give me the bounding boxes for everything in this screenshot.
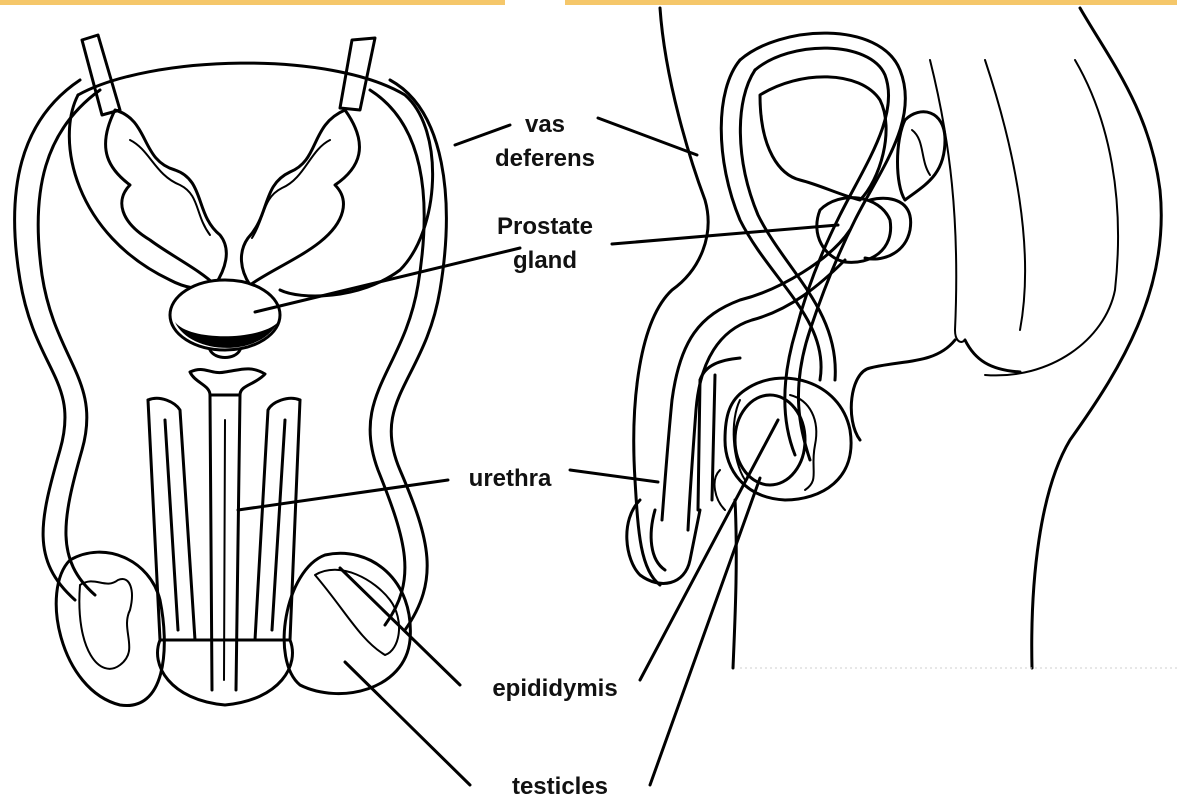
label-testicles: testicles <box>485 770 635 804</box>
leader-epididymis-right <box>640 420 778 680</box>
label-vas-deferens-line1: vas <box>480 108 610 142</box>
label-urethra: urethra <box>450 462 570 496</box>
label-vas-deferens-line2: deferens <box>480 142 610 176</box>
label-prostate-gland: Prostate gland <box>480 210 610 278</box>
side-view-illustration <box>627 8 1161 668</box>
leader-testicles-left <box>345 662 470 785</box>
label-vas-deferens: vas deferens <box>480 108 610 176</box>
leader-urethra-right <box>570 470 658 482</box>
label-epididymis: epididymis <box>465 672 645 706</box>
leader-urethra-left <box>238 480 448 510</box>
leader-prostate-right <box>612 225 838 244</box>
label-prostate-gland-line1: Prostate <box>480 210 610 244</box>
label-prostate-gland-line2: gland <box>480 244 610 278</box>
front-view-illustration <box>15 35 447 706</box>
